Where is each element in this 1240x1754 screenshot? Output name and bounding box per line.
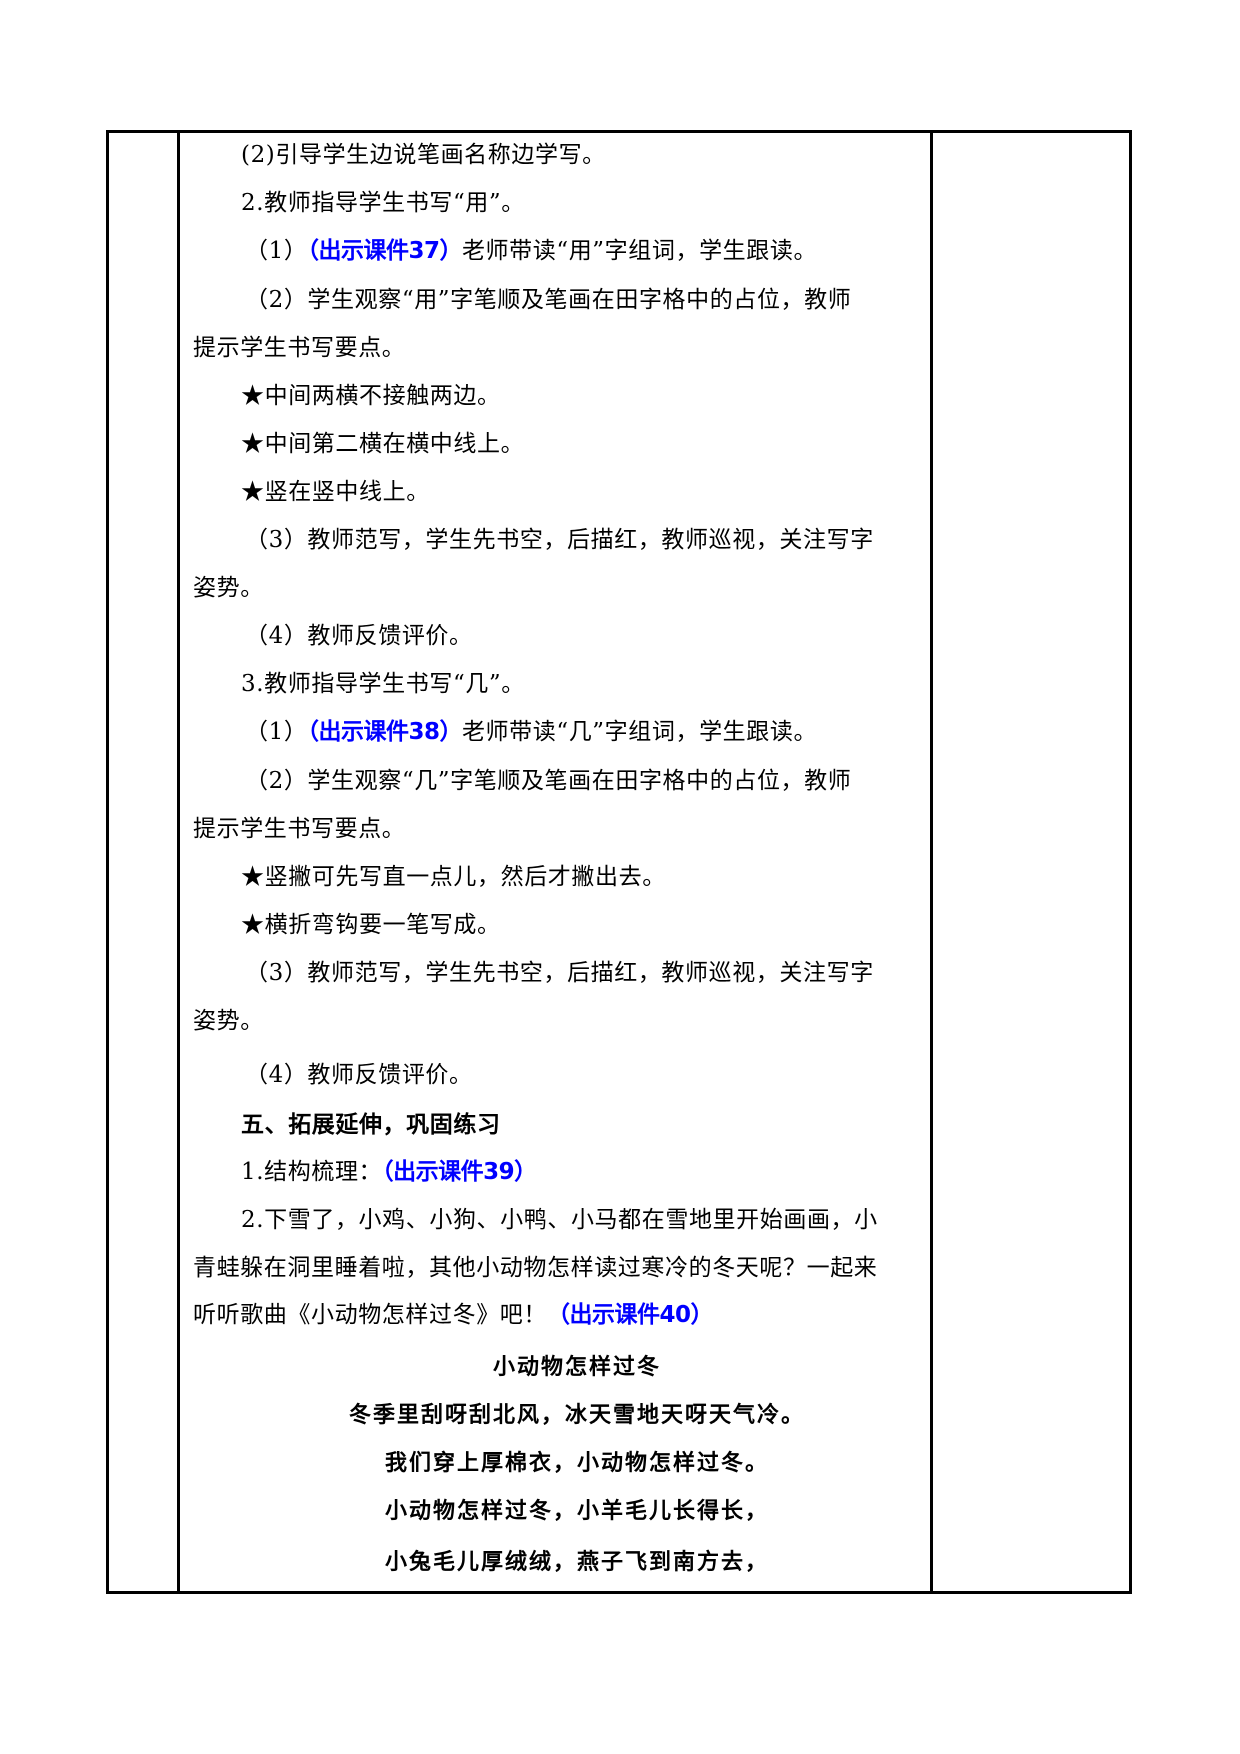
paragraph-line: （4）教师反馈评价。 bbox=[245, 1062, 473, 1088]
paragraph-line: （2）学生观察“用”字笔顺及笔画在田字格中的占位，教师 bbox=[245, 287, 852, 313]
paragraph-line: (2)引导学生边说笔画名称边学写。 bbox=[241, 142, 606, 168]
paragraph-line: 青蛙躲在洞里睡着啦，其他小动物怎样读过寒冷的冬天呢？一起来 bbox=[193, 1255, 878, 1281]
column-divider-right bbox=[930, 133, 933, 1591]
poem-line: 冬季里刮呀刮北风，冰天雪地天呀天气冷。 bbox=[348, 1402, 805, 1428]
paragraph-line: 姿势。 bbox=[193, 1008, 264, 1034]
paragraph-line: （4）教师反馈评价。 bbox=[245, 623, 473, 649]
poem-line: 我们穿上厚棉衣，小动物怎样过冬。 bbox=[384, 1450, 769, 1476]
poem-title: 小动物怎样过冬 bbox=[492, 1354, 661, 1380]
paragraph-line: 2.下雪了，小鸡、小狗、小鸭、小马都在雪地里开始画画，小 bbox=[241, 1207, 878, 1233]
paragraph-line: （2）学生观察“几”字笔顺及笔画在田字格中的占位，教师 bbox=[245, 768, 852, 794]
poem-line: 小动物怎样过冬，小羊毛儿长得长， bbox=[384, 1498, 769, 1524]
right-column-cell bbox=[933, 133, 1129, 1591]
paragraph-line: 提示学生书写要点。 bbox=[193, 816, 406, 842]
section-title: 五、拓展延伸，巩固练习 bbox=[241, 1112, 501, 1138]
paragraph-line: 提示学生书写要点。 bbox=[193, 335, 406, 361]
paragraph-line: （1）（出示课件38）老师带读“几”字组词，学生跟读。 bbox=[245, 719, 818, 745]
poem-line: 小兔毛儿厚绒绒，燕子飞到南方去， bbox=[384, 1549, 769, 1575]
left-column-cell bbox=[109, 133, 179, 1591]
paragraph-line: 姿势。 bbox=[193, 575, 264, 601]
paragraph-line: 听听歌曲《小动物怎样过冬》吧！（出示课件40） bbox=[193, 1302, 714, 1328]
courseware-ref-38: （出示课件38） bbox=[307, 719, 462, 745]
courseware-ref-37: （出示课件37） bbox=[307, 238, 462, 264]
bullet-star: ★竖撇可先写直一点儿，然后才撇出去。 bbox=[241, 864, 666, 890]
section-heading: 2.教师指导学生书写“用”。 bbox=[241, 190, 525, 216]
bullet-star: ★中间第二横在横中线上。 bbox=[241, 431, 525, 457]
bullet-star: ★中间两横不接触两边。 bbox=[241, 383, 501, 409]
courseware-ref-39: （出示课件39） bbox=[382, 1159, 537, 1185]
paragraph-line: 1.结构梳理：（出示课件39） bbox=[241, 1159, 537, 1185]
courseware-ref-40: （出示课件40） bbox=[547, 1302, 714, 1328]
paragraph-line: （1）（出示课件37）老师带读“用”字组词，学生跟读。 bbox=[245, 238, 818, 264]
bullet-star: ★横折弯钩要一笔写成。 bbox=[241, 912, 501, 938]
section-heading: 3.教师指导学生书写“几”。 bbox=[241, 671, 525, 697]
column-divider-left bbox=[177, 133, 180, 1591]
bullet-star: ★竖在竖中线上。 bbox=[241, 479, 430, 505]
paragraph-line: （3）教师范写，学生先书空，后描红，教师巡视，关注写字 bbox=[245, 527, 874, 553]
paragraph-line: （3）教师范写，学生先书空，后描红，教师巡视，关注写字 bbox=[245, 960, 874, 986]
lesson-plan-table: (2)引导学生边说笔画名称边学写。 2.教师指导学生书写“用”。 （1）（出示课… bbox=[106, 130, 1132, 1594]
